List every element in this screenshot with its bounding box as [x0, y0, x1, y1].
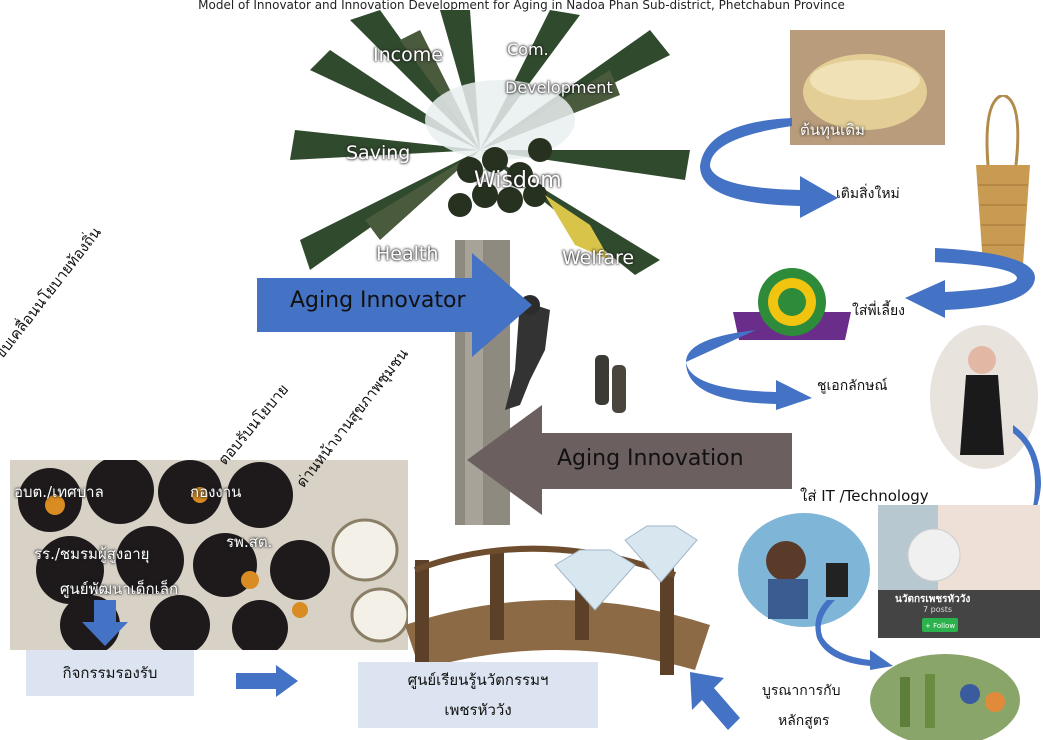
down-arrow	[82, 600, 128, 646]
label-development: Development	[505, 78, 613, 97]
aging-innovator-arrow	[257, 253, 532, 357]
activities-box: กิจกรรมรองรับ	[26, 650, 194, 696]
label-hospital: รพ.สต.	[226, 533, 273, 551]
label-health: Health	[376, 243, 439, 265]
label-income: Income	[373, 44, 443, 66]
step-integrate-line2: หลักสูตร	[778, 713, 830, 729]
step-mentor: ใส่พี่เลี้ยง	[852, 303, 906, 319]
step-identity: ชูเอกลักษณ์	[817, 378, 888, 394]
bamboo-basket-image	[976, 95, 1030, 265]
learning-center-line2: เพชรหัววัง	[444, 701, 512, 719]
curved-arrow-5	[815, 600, 893, 670]
social-card-posts: 7 posts	[923, 605, 953, 614]
label-welfare: Welfare	[562, 247, 635, 269]
aging-innovation-arrow	[467, 405, 792, 515]
child-phone-image	[738, 513, 870, 627]
basket-base-image	[790, 30, 945, 145]
learning-center-box: ศูนย์เรียนรู้นวัตกรรมฯ เพชรหัววัง	[358, 662, 598, 728]
label-municipal: อบต./เทศบาล	[14, 483, 104, 501]
step-add-new: เติมสิ่งใหม่	[836, 186, 900, 202]
step-integrate-line1: บูรณาการกับ	[762, 683, 841, 699]
curved-arrow-1	[700, 118, 838, 218]
aging-innovation-label: Aging Innovation	[557, 446, 744, 471]
label-fund: กองงาน	[190, 483, 242, 501]
university-seal-image	[733, 268, 851, 340]
policy-respond-text: ตอบรับนโยบาย	[214, 380, 293, 469]
curved-arrow-2	[905, 248, 1035, 318]
step-original-capital: ต้นทุนเดิม	[800, 121, 865, 139]
policy-local-text: ขับเคลื่อนนโยบายท้องถิ่น	[0, 223, 105, 363]
label-wisdom: Wisdom	[474, 168, 562, 193]
woman-portrait-image	[930, 325, 1038, 469]
label-school-club: รร./ชมรมผู้สูงอายุ	[34, 545, 150, 563]
diagonal-arrow	[690, 672, 740, 730]
social-card-name: นวัตกรเพชรหัววัง	[895, 594, 971, 605]
palm-fruit-image	[10, 460, 408, 650]
label-saving: Saving	[346, 142, 411, 164]
palm-tree-image	[290, 10, 690, 525]
aging-innovator-label: Aging Innovator	[290, 288, 466, 313]
social-card-image	[878, 505, 1040, 638]
label-childcare: ศูนย์พัฒนาเด็กเล็ก	[60, 580, 179, 598]
right-arrow	[236, 665, 298, 697]
diagram-title: Model of Innovator and Innovation Develo…	[198, 0, 845, 12]
label-com: Com.	[507, 40, 549, 59]
gardening-image	[870, 654, 1020, 740]
learning-center-line1: ศูนย์เรียนรู้นวัตกรรมฯ	[407, 671, 549, 689]
step-it-technology: ใส่ IT /Technology	[800, 487, 929, 505]
curved-arrow-3	[686, 330, 812, 410]
bridge-diamond-image	[405, 525, 710, 675]
social-card-follow-button[interactable]: + Follow	[925, 622, 956, 630]
